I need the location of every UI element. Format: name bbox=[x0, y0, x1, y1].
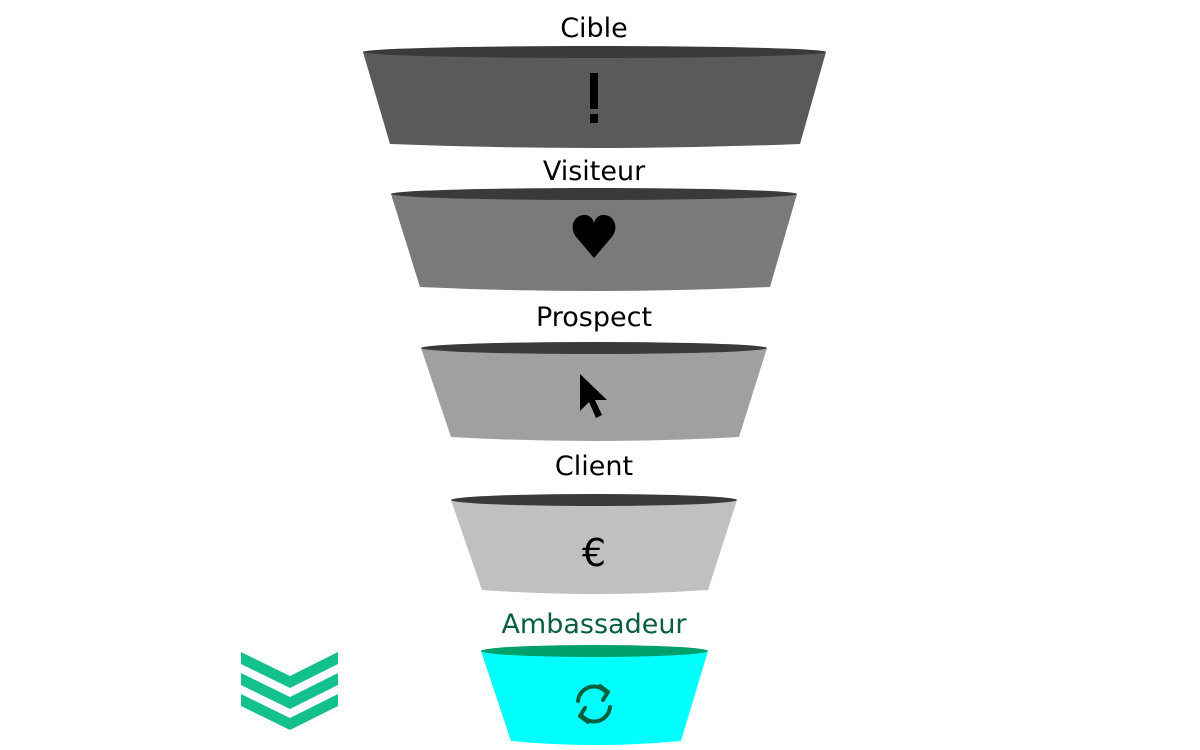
cursor-arrow-icon bbox=[580, 374, 607, 418]
stage-body bbox=[481, 651, 708, 745]
exclamation-icon bbox=[590, 73, 598, 123]
funnel-stage-visiteur bbox=[391, 188, 797, 291]
euro-icon: € bbox=[582, 531, 606, 575]
funnel-stage-ambassadeur bbox=[481, 645, 708, 745]
stage-label-cible: Cible bbox=[560, 13, 628, 44]
funnel-stage-prospect bbox=[421, 342, 767, 441]
stage-rim bbox=[363, 46, 826, 58]
heart-icon bbox=[572, 214, 616, 258]
stage-label-visiteur: Visiteur bbox=[542, 156, 646, 187]
stage-rim bbox=[481, 645, 708, 657]
triple-chevron-down-icon bbox=[241, 652, 338, 730]
stage-label-client: Client bbox=[554, 451, 634, 482]
funnel-stage-client: € bbox=[451, 494, 737, 594]
stage-label-ambassadeur: Ambassadeur bbox=[501, 609, 687, 640]
stage-rim bbox=[451, 494, 737, 506]
stage-body bbox=[451, 500, 737, 594]
stage-rim bbox=[391, 188, 797, 200]
refresh-icon bbox=[576, 684, 612, 724]
stage-rim bbox=[421, 342, 767, 354]
funnel-stage-cible bbox=[363, 46, 826, 148]
stage-label-prospect: Prospect bbox=[535, 302, 653, 333]
